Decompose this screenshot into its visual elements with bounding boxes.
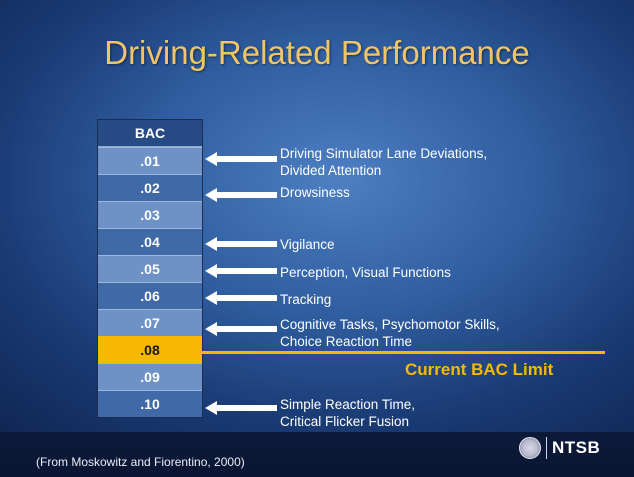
- bac-cell-10: .10: [98, 390, 202, 417]
- ntsb-logo-text: NTSB: [552, 438, 601, 457]
- effect-label-05: Perception, Visual Functions: [280, 264, 451, 281]
- ntsb-seal-icon: [519, 437, 541, 459]
- bac-cell-07: .07: [98, 309, 202, 336]
- effect-line: Driving Simulator Lane Deviations,: [280, 146, 488, 161]
- effect-label-06: Tracking: [280, 291, 331, 308]
- source-citation: (From Moskowitz and Fiorentino, 2000): [36, 455, 245, 469]
- left-arrow-icon: [205, 264, 277, 278]
- effect-label-02: Drowsiness: [280, 184, 350, 201]
- bac-cell-02: .02: [98, 174, 202, 201]
- left-arrow-icon: [205, 401, 277, 415]
- bac-cell-04: .04: [98, 228, 202, 255]
- logo-divider: [546, 437, 547, 459]
- effect-label-04: Vigilance: [280, 236, 335, 253]
- left-arrow-icon: [205, 152, 277, 166]
- effect-label-07: Cognitive Tasks, Psychomotor Skills, Cho…: [280, 316, 500, 350]
- effect-line: Divided Attention: [280, 163, 382, 178]
- effect-line: Drowsiness: [280, 185, 350, 200]
- bac-table-header: BAC: [98, 120, 202, 147]
- bac-cell-01: .01: [98, 147, 202, 174]
- left-arrow-icon: [205, 291, 277, 305]
- effect-line: Vigilance: [280, 237, 335, 252]
- effect-line: Choice Reaction Time: [280, 334, 413, 349]
- left-arrow-icon: [205, 188, 277, 202]
- bac-cell-08-highlight: .08: [98, 336, 202, 363]
- effect-line: Critical Flicker Fusion: [280, 414, 410, 429]
- ntsb-logo: NTSB: [519, 437, 600, 459]
- effect-line: Simple Reaction Time,: [280, 397, 416, 412]
- left-arrow-icon: [205, 322, 277, 336]
- bac-cell-05: .05: [98, 255, 202, 282]
- bac-limit-line: [201, 351, 605, 354]
- bac-cell-09: .09: [98, 363, 202, 390]
- effect-line: Cognitive Tasks, Psychomotor Skills,: [280, 317, 500, 332]
- bac-table: BAC .01 .02 .03 .04 .05 .06 .07 .08 .09 …: [97, 119, 203, 418]
- left-arrow-icon: [205, 237, 277, 251]
- effect-line: Tracking: [280, 292, 332, 307]
- bac-limit-label: Current BAC Limit: [405, 360, 554, 379]
- effect-label-01: Driving Simulator Lane Deviations, Divid…: [280, 145, 487, 179]
- slide-title: Driving-Related Performance: [104, 34, 530, 71]
- effect-line: Perception, Visual Functions: [280, 265, 451, 280]
- bac-cell-06: .06: [98, 282, 202, 309]
- bac-cell-03: .03: [98, 201, 202, 228]
- effect-label-10: Simple Reaction Time, Critical Flicker F…: [280, 396, 415, 430]
